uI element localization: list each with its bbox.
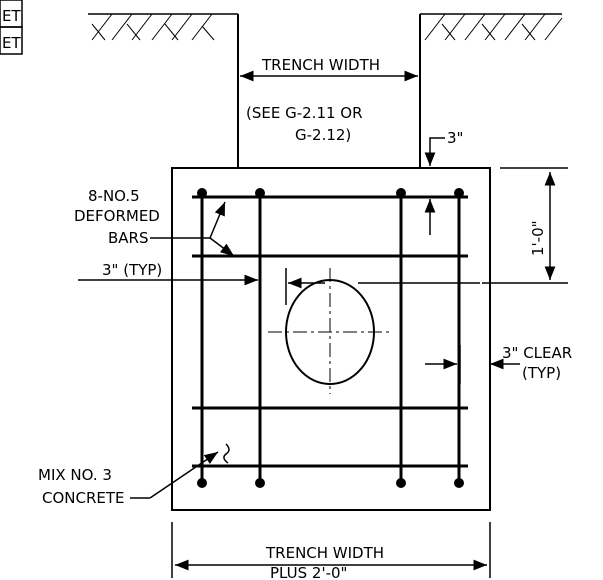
bottom-width-dimension: TRENCH WIDTH PLUS 2'-0" — [171, 522, 491, 580]
ground-surface-left — [88, 13, 238, 41]
trench-width-label: TRENCH WIDTH — [261, 56, 380, 74]
see-reference-line2: G-2.12) — [295, 126, 351, 144]
side-clearance-callout: 3" CLEAR (TYP) — [425, 344, 572, 384]
pipe-section — [268, 268, 392, 394]
bottom-width-line1: TRENCH WIDTH — [265, 544, 384, 562]
see-reference-line1: (SEE G-2.11 OR — [246, 104, 363, 122]
clear-label-line2: (TYP) — [522, 364, 561, 382]
clear-label-line1: 3" CLEAR — [502, 344, 572, 362]
concrete-encasement — [171, 167, 491, 511]
bars-label-line1: 8-NO.5 — [88, 187, 140, 205]
trench-width-dimension: TRENCH WIDTH (SEE G-2.11 OR G-2.12) — [240, 56, 418, 144]
deformed-bar-dots — [197, 188, 464, 488]
concrete-mix-callout: MIX NO. 3 CONCRETE — [38, 443, 230, 507]
title-block: ET ET — [0, 0, 23, 55]
vertical-rebars — [200, 190, 461, 484]
mix-label-line1: MIX NO. 3 — [38, 466, 112, 484]
ground-surface-right — [420, 13, 563, 41]
title-block-row2: ET — [2, 34, 21, 52]
bars-label-line2: DEFORMED — [74, 207, 160, 225]
horizontal-rebars — [192, 195, 468, 468]
top-clearance-dimension: 3" — [424, 129, 463, 235]
title-block-row1: ET — [2, 7, 21, 25]
pipe-offset-dimension — [285, 268, 480, 305]
top-clearance-label: 3" — [447, 129, 463, 147]
bars-label-line3: BARS — [108, 229, 149, 247]
spacing-typ-label: 3" (TYP) — [102, 261, 162, 279]
spacing-typ-callout: 3" (TYP) — [78, 261, 258, 286]
bottom-width-line2: PLUS 2'-0" — [270, 564, 347, 580]
deformed-bars-callout: 8-NO.5 DEFORMED BARS — [74, 187, 235, 257]
height-dimension: 1'-0" — [482, 167, 568, 284]
mix-label-line2: CONCRETE — [42, 489, 125, 507]
height-dimension-label: 1'-0" — [529, 220, 547, 256]
